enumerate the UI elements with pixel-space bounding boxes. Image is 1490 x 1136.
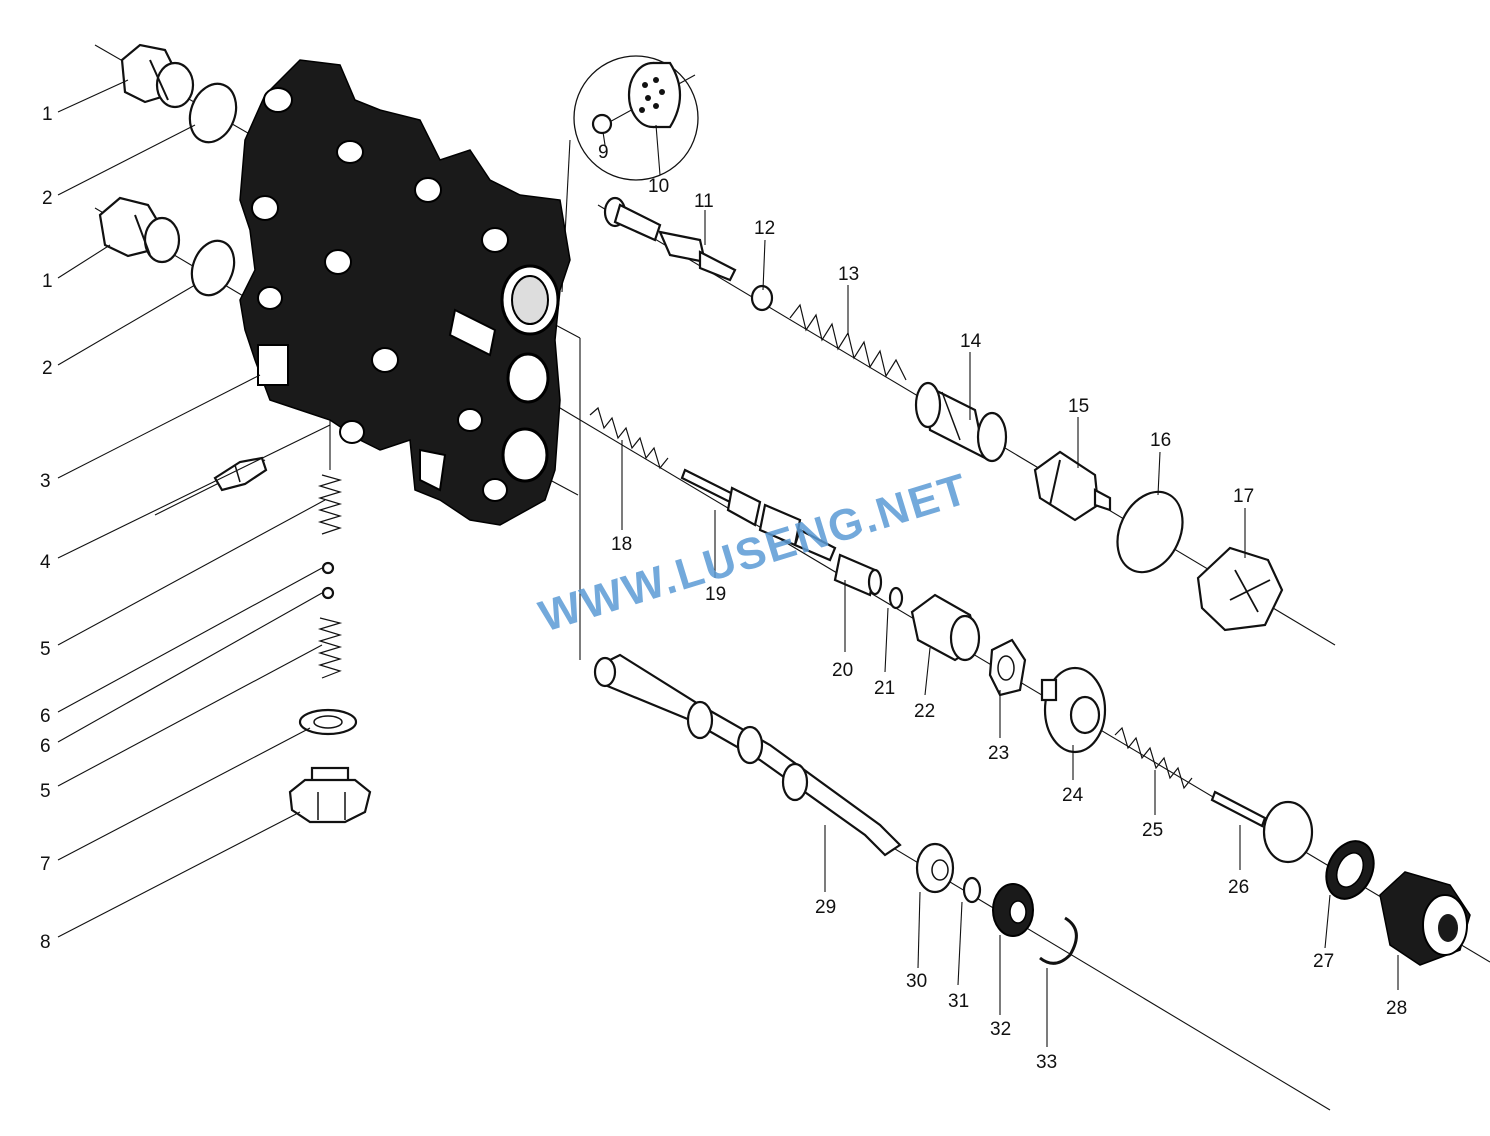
sleeve-small [833, 553, 883, 597]
sleeve [914, 381, 1008, 463]
small-o-ring [888, 586, 904, 610]
label-part-10: 10 [648, 176, 669, 197]
cap-flange [1040, 666, 1107, 754]
label-part-4: 4 [40, 552, 51, 573]
spring-upper-vertical [317, 474, 343, 535]
label-part-9: 9 [598, 142, 609, 163]
end-plug-upper [1196, 546, 1284, 632]
spring-small [1114, 726, 1193, 790]
o-ring [1116, 490, 1184, 574]
end-cap-large [1379, 871, 1471, 966]
check-ball [591, 113, 613, 135]
fitting-nipple [213, 456, 268, 492]
label-part-2: 2 [42, 188, 53, 209]
label-part-5: 5 [40, 639, 51, 660]
label-part-1: 1 [42, 271, 53, 292]
label-part-30: 30 [906, 971, 927, 992]
label-part-5: 5 [40, 781, 51, 802]
seal-ring-upper [188, 82, 238, 144]
valve-spool-upper [603, 196, 737, 282]
label-part-27: 27 [1313, 951, 1334, 972]
ball-lower [321, 586, 335, 600]
label-part-20: 20 [832, 660, 853, 681]
seal-ring-lower [190, 239, 236, 297]
label-part-22: 22 [914, 701, 935, 722]
label-part-12: 12 [754, 218, 775, 239]
cup-washer [750, 284, 774, 312]
label-part-17: 17 [1233, 486, 1254, 507]
valve-body-housing [239, 59, 571, 526]
label-part-14: 14 [960, 331, 982, 352]
label-part-16: 16 [1150, 430, 1171, 451]
adjusting-sleeve [910, 593, 981, 662]
label-part-8: 8 [40, 932, 51, 953]
label-part-25: 25 [1142, 820, 1163, 841]
label-part-11: 11 [694, 191, 714, 212]
part-labels: 1 2 1 2 3 4 5 6 6 5 7 8 9 10 11 12 13 14… [40, 104, 1407, 1073]
spring-middle [589, 406, 669, 470]
label-part-19: 19 [705, 584, 726, 605]
label-part-28: 28 [1386, 998, 1407, 1019]
plug-lower [98, 196, 181, 264]
detail-callout-circle [573, 55, 699, 181]
label-part-15: 15 [1068, 396, 1089, 417]
valve-spool-middle [680, 468, 837, 562]
bushing [915, 842, 955, 894]
label-part-29: 29 [815, 897, 836, 918]
label-part-33: 33 [1036, 1052, 1057, 1073]
label-part-7: 7 [40, 854, 51, 875]
spring-lower-vertical [317, 617, 343, 679]
hex-nut [288, 766, 372, 824]
retaining-snap-ring [1039, 916, 1078, 965]
label-part-31: 31 [948, 991, 969, 1012]
label-part-3: 3 [40, 471, 51, 492]
label-part-23: 23 [988, 743, 1009, 764]
oil-seal [992, 883, 1034, 937]
leader-lines [57, 79, 1399, 1047]
label-part-24: 24 [1062, 785, 1084, 806]
piston-valve [1033, 450, 1112, 522]
plunger-pin [1210, 790, 1314, 864]
ball-upper [321, 561, 335, 575]
label-part-1: 1 [42, 104, 53, 125]
label-part-2: 2 [42, 358, 53, 379]
lock-nut [988, 638, 1027, 697]
label-part-26: 26 [1228, 877, 1249, 898]
control-shaft [593, 653, 902, 857]
label-part-6: 6 [40, 736, 51, 757]
label-part-21: 21 [874, 678, 895, 699]
plug-upper [120, 43, 195, 109]
shaft-o-ring [962, 876, 982, 904]
filter-disc [627, 61, 681, 129]
label-part-32: 32 [990, 1019, 1011, 1040]
label-part-6: 6 [40, 706, 51, 727]
label-part-18: 18 [611, 534, 632, 555]
label-part-13: 13 [838, 264, 859, 285]
